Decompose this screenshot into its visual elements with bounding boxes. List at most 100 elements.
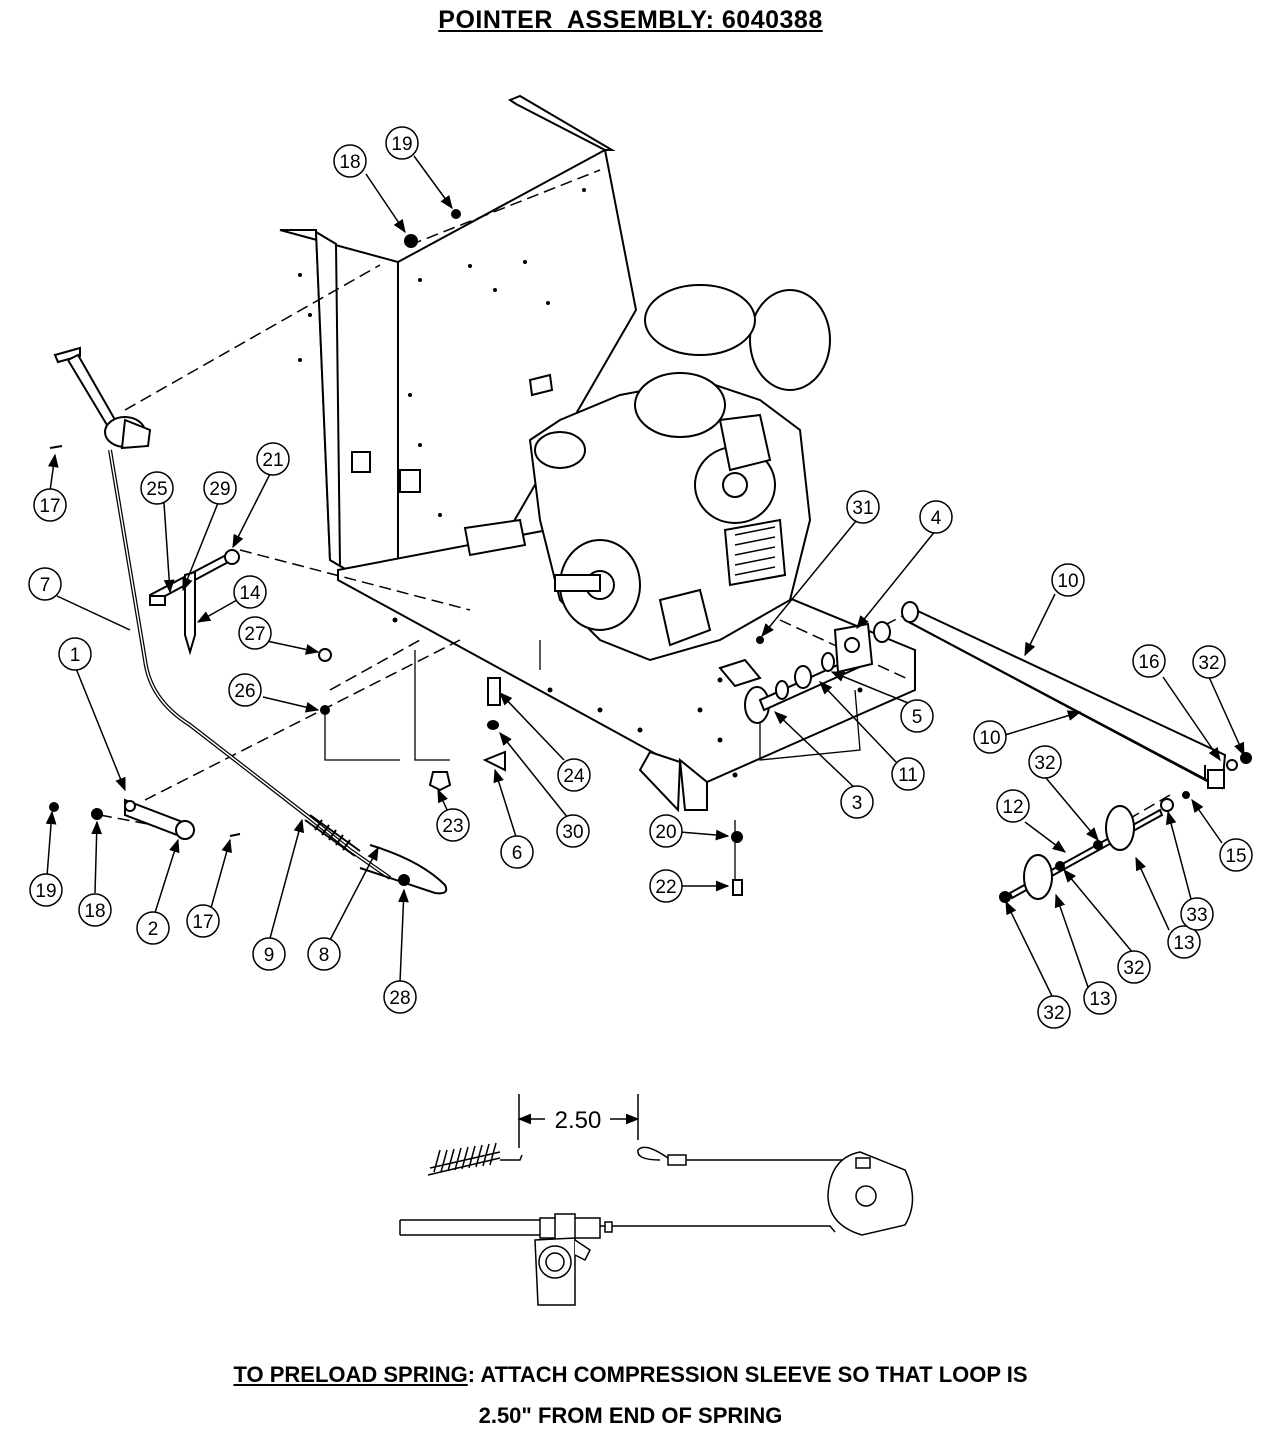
assembly-lines [99,169,1171,831]
callout-circle [436,808,470,842]
callout-9: 9 [252,937,286,971]
callout-27: 27 [238,616,272,650]
callout-7: 7 [28,567,62,601]
cable-bracket [124,798,195,840]
callout-number: 8 [319,945,330,966]
callout-circle [1037,995,1071,1029]
callout-circle [1051,563,1085,597]
callout-circle [649,814,683,848]
callout-20: 20 [649,814,683,848]
preload-note-text: : ATTACH COMPRESSION SLEEVE SO THAT LOOP… [467,1362,1028,1387]
callout-number: 17 [192,912,213,933]
callout-5: 5 [900,699,934,733]
callout-16: 16 [1132,644,1166,678]
callout-number: 27 [244,624,265,645]
callout-24: 24 [557,758,591,792]
callout-number: 29 [209,479,230,500]
callout-circle [1180,897,1214,931]
callout-14: 14 [233,575,267,609]
callout-21: 21 [256,442,290,476]
callout-circle [996,789,1030,823]
callout-circle [556,814,590,848]
callout-number: 12 [1002,797,1023,818]
leader-lines [45,155,1245,997]
callout-number: 28 [389,988,410,1009]
detail-bracket [534,1237,591,1306]
callout-number: 32 [1123,958,1144,979]
callout-circle [500,835,534,869]
callout-circle [1219,838,1253,872]
callout-13a: 13 [1167,925,1201,959]
callout-circle [1117,950,1151,984]
callout-28: 28 [383,980,417,1014]
callout-32b: 32 [1028,745,1062,779]
callout-10a: 10 [1051,563,1085,597]
callout-3: 3 [840,785,874,819]
callout-number: 10 [979,728,1000,749]
callout-circle [1028,745,1062,779]
tracking-arm [901,601,1227,790]
throttle-lever [53,346,152,450]
callout-number: 30 [562,822,583,843]
callout-circle [186,904,220,938]
callout-circle [557,758,591,792]
callout-circle [228,673,262,707]
callout-number: 21 [262,450,283,471]
callout-number: 18 [84,901,105,922]
callout-19b: 19 [29,873,63,907]
callout-number: 33 [1186,905,1207,926]
callout-circle [256,442,290,476]
callout-number: 4 [931,508,942,529]
callout-22: 22 [649,869,683,903]
callout-17a: 17 [33,488,67,522]
callout-circle [78,893,112,927]
callout-number: 1 [70,645,81,666]
callout-number: 25 [146,479,167,500]
callout-circle [1167,925,1201,959]
callout-32a: 32 [1192,645,1226,679]
detail-cable-sheath [399,1213,836,1243]
callout-11: 11 [891,757,925,791]
callout-number: 18 [339,152,360,173]
callout-23: 23 [436,808,470,842]
callout-number: 19 [35,881,56,902]
callout-circle [1192,645,1226,679]
callout-15: 15 [1219,838,1253,872]
callout-circle [840,785,874,819]
callout-number: 15 [1225,846,1246,867]
callout-25: 25 [140,471,174,505]
callout-circle [333,144,367,178]
callout-4: 4 [919,500,953,534]
assembly-solid-lines [324,640,861,880]
callout-circle [1132,644,1166,678]
spring-preload-detail: 2.50 [399,1094,914,1306]
callout-circle [1083,981,1117,1015]
callout-6: 6 [500,835,534,869]
panel-holes [298,188,586,517]
hardware [49,209,1252,896]
callout-circle [140,471,174,505]
callout-32d: 32 [1037,995,1071,1029]
callout-number: 3 [852,793,863,814]
callout-18b: 18 [78,893,112,927]
callout-bubbles: 1234567891010111213131415161717181819192… [28,126,1253,1029]
callout-number: 9 [264,945,275,966]
callout-number: 26 [234,681,255,702]
callout-number: 32 [1198,653,1219,674]
callout-circle [238,616,272,650]
callout-1: 1 [58,637,92,671]
callout-number: 19 [391,134,412,155]
extension-spring [304,814,361,857]
dimension-label: 2.50 [555,1107,602,1134]
callout-circle [649,869,683,903]
callout-30: 30 [556,814,590,848]
engine-mount-panel [279,94,638,627]
callout-number: 32 [1034,753,1055,774]
callout-circle [58,637,92,671]
callout-number: 22 [655,877,676,898]
plate-holes [392,617,863,778]
callout-circle [252,937,286,971]
page-title: POINTER ASSEMBLY: 6040388 [438,6,823,34]
